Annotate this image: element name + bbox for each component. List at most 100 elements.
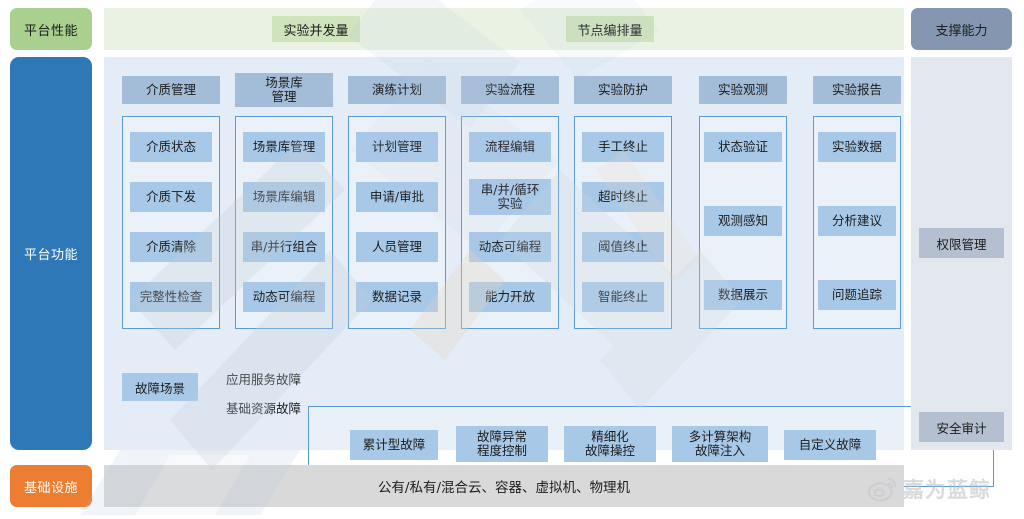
column-item-label: 动态可编程 — [252, 289, 316, 304]
column-item[interactable]: 动态可编程 — [243, 282, 325, 312]
column-item[interactable]: 数据记录 — [356, 282, 438, 312]
column-item-label: 串/并行组合 — [250, 239, 318, 254]
metric-tag-concurrency: 实验并发量 — [272, 16, 360, 42]
column-item-label: 智能终止 — [597, 289, 648, 304]
column-item-label: 数据记录 — [371, 289, 422, 304]
fault-text-app-service: 应用服务故障 — [226, 372, 302, 387]
column-header-label: 实验防护 — [597, 82, 648, 97]
column-item-label: 人员管理 — [371, 239, 422, 254]
column-header-label: 场景库管理 — [265, 75, 303, 104]
column-item-label: 数据展示 — [717, 287, 768, 302]
column-item[interactable]: 申请/审批 — [356, 182, 438, 212]
column-item[interactable]: 介质清除 — [130, 232, 212, 262]
column-item-label: 介质状态 — [145, 139, 196, 154]
rail-function-label: 平台功能 — [23, 248, 78, 263]
column-item[interactable]: 介质下发 — [130, 182, 212, 212]
rail-support-label: 支撑能力 — [935, 23, 988, 39]
column-item-label: 完整性检查 — [139, 289, 203, 304]
metric-tag-concurrency-label: 实验并发量 — [283, 23, 349, 39]
column-header-3: 演练计划 — [348, 76, 446, 104]
brand-watermark-text: 嘉为蓝鲸 — [903, 478, 991, 502]
column-item[interactable]: 流程编辑 — [469, 132, 551, 162]
rail-platform-function: 平台功能 — [10, 57, 92, 450]
support-item-security-audit: 安全审计 — [919, 412, 1004, 442]
support-item-security-audit-label: 安全审计 — [936, 420, 987, 436]
fault-chip-label: 累计型故障 — [362, 437, 426, 452]
column-item[interactable]: 手工终止 — [582, 132, 664, 162]
column-item-label: 介质下发 — [145, 189, 196, 204]
rail-support-capability: 支撑能力 — [911, 8, 1012, 50]
fault-text-base-resource: 基础资源故障 — [226, 401, 302, 416]
column-item-label: 申请/审批 — [369, 189, 425, 204]
column-item[interactable]: 数据展示 — [704, 280, 782, 310]
column-item[interactable]: 分析建议 — [818, 206, 896, 236]
column-item-label: 阈值终止 — [597, 239, 648, 254]
column-item-label: 超时终止 — [597, 189, 648, 204]
column-item[interactable]: 问题追踪 — [818, 280, 896, 310]
column-item-label: 观测感知 — [717, 213, 768, 228]
column-header-label: 演练计划 — [371, 82, 422, 97]
column-item-label: 分析建议 — [831, 213, 882, 228]
column-header-label: 实验报告 — [831, 82, 882, 97]
fault-chip-label: 自定义故障 — [798, 437, 862, 452]
fault-chip[interactable]: 多计算架构故障注入 — [672, 426, 768, 462]
column-item[interactable]: 串/并/循环实验 — [469, 179, 551, 215]
metric-tag-orchestration: 节点编排量 — [566, 16, 654, 42]
column-item-label: 介质清除 — [145, 239, 196, 254]
column-header-2: 场景库管理 — [235, 73, 333, 107]
column-header-6: 实验观测 — [699, 76, 787, 104]
column-item[interactable]: 智能终止 — [582, 282, 664, 312]
column-item-label: 手工终止 — [597, 139, 648, 154]
column-item-label: 状态验证 — [717, 139, 768, 154]
column-item[interactable]: 观测感知 — [704, 206, 782, 236]
column-item-label: 串/并/循环实验 — [480, 182, 540, 211]
column-item[interactable]: 场景库管理 — [243, 132, 325, 162]
column-item[interactable]: 人员管理 — [356, 232, 438, 262]
fault-chip[interactable]: 累计型故障 — [350, 430, 438, 460]
column-item-label: 实验数据 — [831, 139, 882, 154]
infrastructure-band-label: 公有/私有/混合云、容器、虚拟机、物理机 — [377, 480, 631, 496]
fault-chip[interactable]: 故障异常程度控制 — [456, 426, 548, 462]
column-item[interactable]: 计划管理 — [356, 132, 438, 162]
rail-infrastructure-label: 基础设施 — [23, 480, 78, 496]
support-capability-body: 权限管理 安全审计 — [911, 57, 1012, 450]
infrastructure-band: 公有/私有/混合云、容器、虚拟机、物理机 — [104, 465, 904, 507]
column-item[interactable]: 实验数据 — [818, 132, 896, 162]
fault-chip[interactable]: 自定义故障 — [784, 430, 876, 460]
fault-scenario-label: 故障场景 — [122, 373, 198, 401]
column-item[interactable]: 阈值终止 — [582, 232, 664, 262]
rail-platform-performance: 平台性能 — [10, 8, 92, 50]
brand-watermark: 嘉为蓝鲸 — [867, 474, 991, 504]
weibo-icon-svg — [867, 477, 897, 502]
column-header-5: 实验防护 — [574, 76, 672, 104]
column-item[interactable]: 动态可编程 — [469, 232, 551, 262]
column-header-label: 实验流程 — [484, 82, 535, 97]
column-item[interactable]: 状态验证 — [704, 132, 782, 162]
column-item[interactable]: 超时终止 — [582, 182, 664, 212]
rail-infrastructure: 基础设施 — [10, 465, 92, 507]
column-item-label: 场景库管理 — [252, 139, 316, 154]
column-item[interactable]: 串/并行组合 — [243, 232, 325, 262]
column-item-label: 流程编辑 — [484, 139, 535, 154]
rail-performance-label: 平台性能 — [23, 23, 78, 39]
column-item[interactable]: 能力开放 — [469, 282, 551, 312]
column-header-7: 实验报告 — [813, 76, 901, 104]
support-item-permission: 权限管理 — [919, 228, 1004, 258]
support-item-permission-label: 权限管理 — [936, 236, 987, 252]
column-header-1: 介质管理 — [122, 76, 220, 104]
top-metrics-band: 实验并发量 节点编排量 — [104, 8, 904, 50]
weibo-icon — [867, 474, 898, 504]
column-item-label: 能力开放 — [484, 289, 535, 304]
fault-chip-label: 故障异常程度控制 — [476, 429, 527, 458]
column-item-label: 动态可编程 — [478, 239, 542, 254]
fault-chip[interactable]: 精细化故障操控 — [564, 426, 656, 462]
column-item-label: 问题追踪 — [831, 287, 882, 302]
metric-tag-orchestration-label: 节点编排量 — [577, 23, 643, 39]
column-item[interactable]: 介质状态 — [130, 132, 212, 162]
column-item[interactable]: 场景库编辑 — [243, 182, 325, 212]
fault-chip-label: 精细化故障操控 — [584, 429, 635, 458]
column-header-label: 实验观测 — [717, 82, 768, 97]
fault-chip-label: 多计算架构故障注入 — [688, 429, 752, 458]
column-item[interactable]: 完整性检查 — [130, 282, 212, 312]
